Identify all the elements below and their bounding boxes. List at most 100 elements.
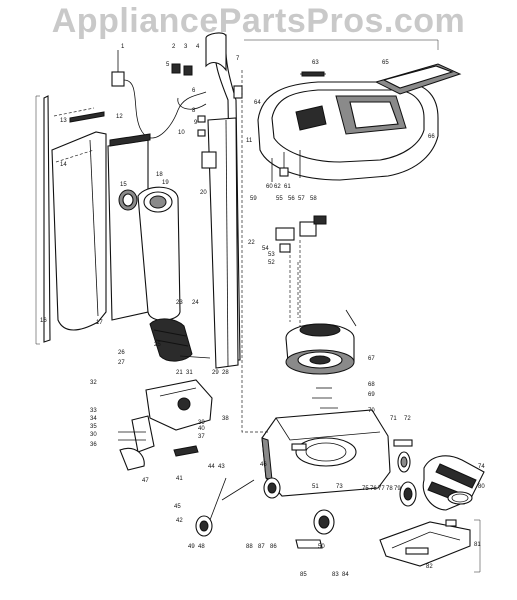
- callout-4: 4: [196, 44, 200, 50]
- callout-58: 58: [310, 196, 317, 202]
- callout-65: 65: [382, 60, 389, 66]
- callout-50: 50: [318, 544, 325, 550]
- callout-13: 13: [60, 118, 67, 124]
- callout-64: 64: [254, 100, 261, 106]
- callout-82: 82: [426, 564, 433, 570]
- callout-51: 51: [312, 484, 319, 490]
- inner-bag: [137, 186, 181, 321]
- callout-80: 80: [478, 484, 485, 490]
- callout-86: 86: [270, 544, 277, 550]
- bottom-plate: [379, 519, 471, 567]
- callout-60: 60: [266, 184, 273, 190]
- callout-3: 3: [184, 44, 188, 50]
- callout-17: 17: [96, 320, 103, 326]
- callout-26: 26: [118, 350, 125, 356]
- outer-bag: [43, 95, 107, 343]
- callout-15: 15: [120, 182, 127, 188]
- agitator: [399, 455, 485, 511]
- power-cord: [111, 50, 207, 139]
- callout-11: 11: [246, 138, 253, 144]
- callout-49: 49: [188, 544, 195, 550]
- motor-assembly: [285, 309, 357, 375]
- callout-labels: 1 2 3 4 5 6 7 8 9 10 11 12 13 14 15 16 1…: [40, 44, 485, 578]
- callout-5: 5: [166, 62, 170, 68]
- callout-76: 76: [370, 486, 377, 492]
- callout-72: 72: [404, 416, 411, 422]
- callout-38: 38: [222, 416, 229, 422]
- callout-35: 35: [90, 424, 97, 430]
- switch-assembly: [275, 215, 327, 330]
- handle-base-bracket: [118, 379, 213, 471]
- callout-24: 24: [192, 300, 199, 306]
- callout-81: 81: [474, 542, 481, 548]
- callout-87: 87: [258, 544, 265, 550]
- callout-43: 43: [218, 464, 225, 470]
- callout-83: 83: [332, 572, 339, 578]
- callout-9: 9: [194, 120, 198, 126]
- callout-47: 47: [142, 478, 149, 484]
- callout-67: 67: [368, 356, 375, 362]
- callout-44: 44: [208, 464, 215, 470]
- callout-6: 6: [192, 88, 196, 94]
- callout-48: 48: [198, 544, 205, 550]
- rear-wheels: [195, 477, 335, 549]
- callout-36: 36: [90, 442, 97, 448]
- agitator-end-caps: [393, 439, 413, 473]
- callout-55: 55: [276, 196, 283, 202]
- callout-30: 30: [90, 432, 97, 438]
- hood-fasteners: [271, 150, 301, 182]
- callout-34: 34: [90, 416, 97, 422]
- callout-1: 1: [121, 44, 125, 50]
- callout-77: 77: [378, 486, 385, 492]
- callout-14: 14: [60, 162, 67, 168]
- cord-clips: [171, 63, 243, 169]
- callout-19: 19: [162, 180, 169, 186]
- callout-28: 28: [222, 370, 229, 376]
- callout-57: 57: [298, 196, 305, 202]
- callout-41: 41: [176, 476, 183, 482]
- callout-61: 61: [284, 184, 291, 190]
- callout-52: 52: [268, 260, 275, 266]
- callout-79: 79: [394, 486, 401, 492]
- callout-22: 22: [248, 240, 255, 246]
- callout-74: 74: [478, 464, 485, 470]
- callout-68: 68: [368, 382, 375, 388]
- base-housing: [261, 409, 391, 497]
- callout-53: 53: [268, 252, 275, 258]
- callout-33: 33: [90, 408, 97, 414]
- callout-42: 42: [176, 518, 183, 524]
- callout-32: 32: [90, 380, 97, 386]
- callout-18: 18: [156, 172, 163, 178]
- callout-69: 69: [368, 392, 375, 398]
- filter-panel: [107, 133, 151, 321]
- callout-59: 59: [250, 196, 257, 202]
- motor-screws: [312, 387, 338, 409]
- callout-29: 29: [212, 370, 219, 376]
- callout-31: 31: [186, 370, 193, 376]
- callout-12: 12: [116, 114, 123, 120]
- callout-8: 8: [192, 108, 196, 114]
- callout-84: 84: [342, 572, 349, 578]
- callout-10: 10: [178, 130, 185, 136]
- callout-85: 85: [300, 572, 307, 578]
- hood-cover: [257, 63, 462, 181]
- handle-assembly: [205, 32, 241, 369]
- callout-7: 7: [236, 56, 240, 62]
- callout-27: 27: [118, 360, 125, 366]
- callout-66: 66: [428, 134, 435, 140]
- callout-78: 78: [386, 486, 393, 492]
- callout-71: 71: [390, 416, 397, 422]
- callout-45: 45: [174, 504, 181, 510]
- callout-16: 16: [40, 318, 47, 324]
- callout-25: 25: [154, 342, 161, 348]
- callout-40: 40: [198, 426, 205, 432]
- callout-73: 73: [336, 484, 343, 490]
- callout-75: 75: [362, 486, 369, 492]
- callout-39: 39: [198, 420, 205, 426]
- hose: [149, 318, 211, 362]
- callout-63: 63: [312, 60, 319, 66]
- callout-20: 20: [200, 190, 207, 196]
- callout-70: 70: [368, 408, 375, 414]
